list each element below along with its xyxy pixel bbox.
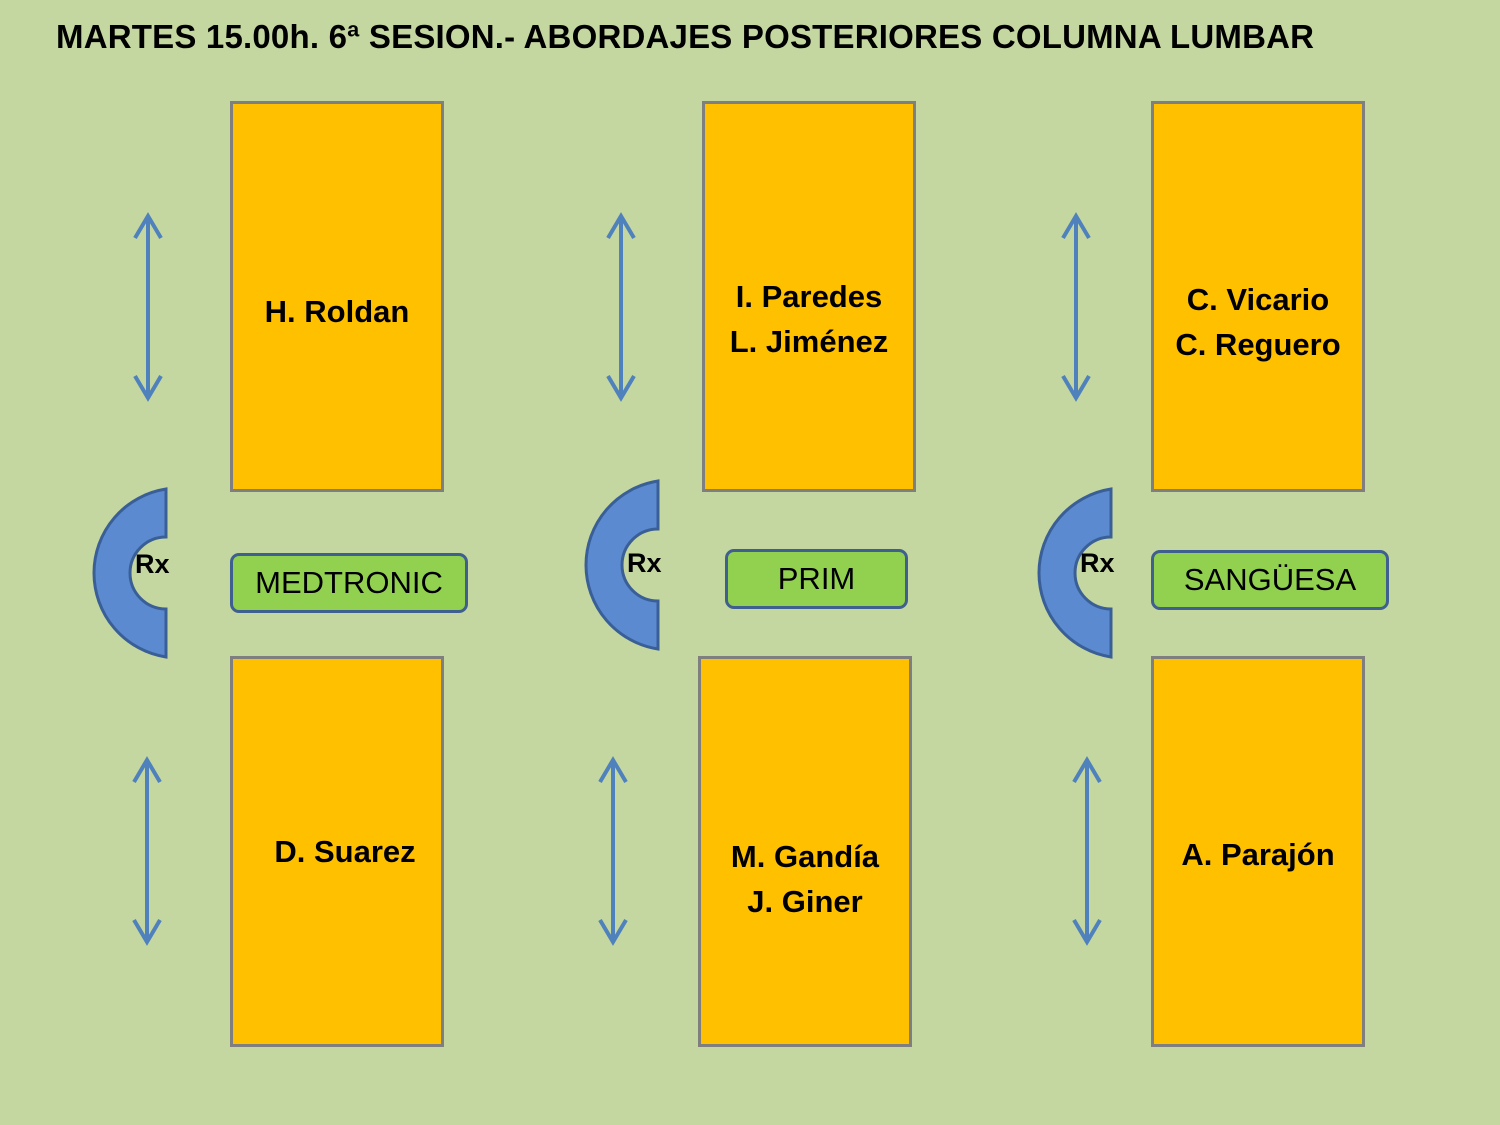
double-arrow-icon: [1072, 758, 1102, 944]
station-3-company-label: SANGÜESA: [1151, 550, 1389, 610]
station-3-bottom-table: A. Parajón: [1151, 656, 1365, 1047]
station-2-company-label: PRIM: [725, 549, 908, 609]
station-1-rx-label: Rx: [135, 549, 170, 579]
double-arrow-icon: [132, 758, 162, 944]
double-arrow-icon: [1061, 214, 1091, 400]
double-arrow-icon: [606, 214, 636, 400]
surgeon-name: C. Reguero: [1175, 327, 1341, 362]
surgeon-name: M. Gandía: [730, 839, 880, 874]
station-1-top-table: H. Roldan: [230, 101, 444, 492]
surgeon-name: A. Parajón: [1181, 837, 1335, 872]
double-arrow-icon: [133, 214, 163, 400]
station-3-top-table: C. Vicario C. Reguero: [1151, 101, 1365, 492]
surgeon-name: D. Suarez: [274, 834, 416, 869]
surgeon-name: C. Vicario: [1186, 282, 1330, 317]
station-2-rx-label: Rx: [627, 548, 662, 578]
surgeon-name: I. Paredes: [735, 279, 883, 314]
station-3-rx-label: Rx: [1080, 548, 1115, 578]
double-arrow-icon: [598, 758, 628, 944]
surgeon-name: L. Jiménez: [729, 324, 889, 359]
station-1-bottom-table: D. Suarez: [230, 656, 444, 1047]
station-2-top-table: I. Paredes L. Jiménez: [702, 101, 916, 492]
station-2-bottom-table: M. Gandía J. Giner: [698, 656, 912, 1047]
page-title: MARTES 15.00h. 6ª SESION.- ABORDAJES POS…: [56, 18, 1315, 55]
station-1-company-label: MEDTRONIC: [230, 553, 468, 613]
surgeon-name: H. Roldan: [264, 294, 410, 329]
surgeon-name: J. Giner: [747, 884, 863, 919]
